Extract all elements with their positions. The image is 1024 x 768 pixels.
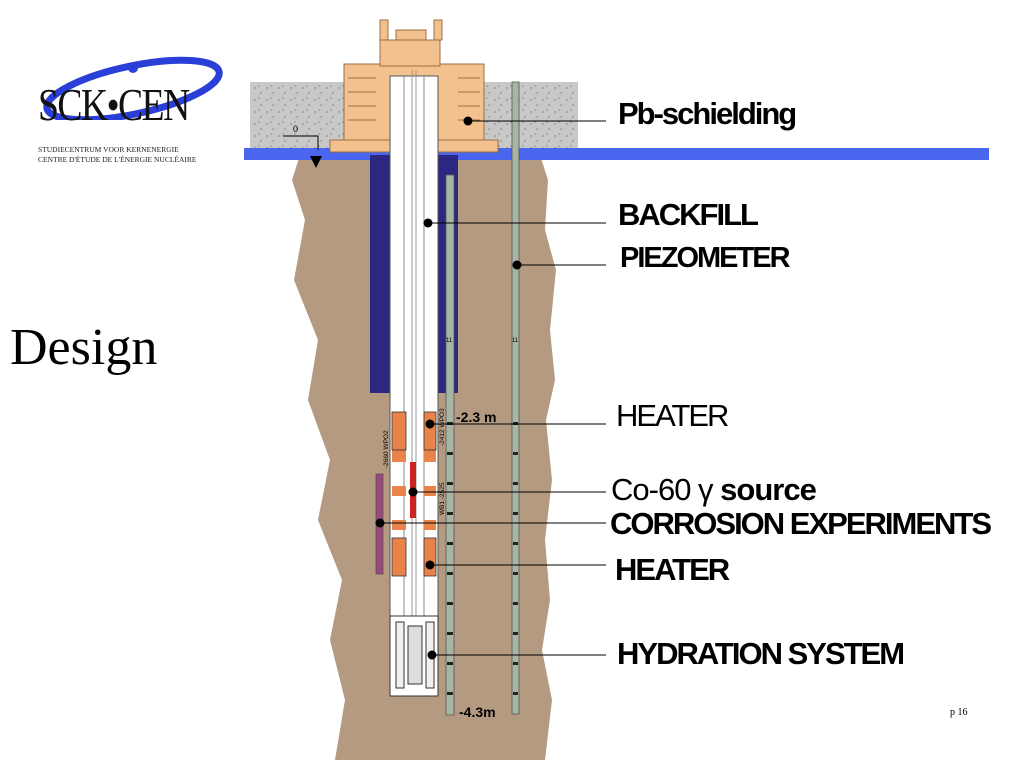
label-heater-top: HEATER xyxy=(616,398,729,433)
concrete-slab-right xyxy=(484,82,578,154)
label-backfill: BACKFILL xyxy=(618,197,759,232)
gamma-symbol: γ xyxy=(698,472,713,507)
backfill-liner-left xyxy=(370,155,390,393)
label-heater-bottom: HEATER xyxy=(615,552,730,587)
leader-lines xyxy=(375,116,606,660)
instrument-tube xyxy=(445,174,455,716)
logo-subtitle-1: STUDIECENTRUM VOOR KERNENERGIE xyxy=(38,145,179,154)
annotation-wpo2: -2660 WPO2 xyxy=(383,430,390,468)
depth-0-arrow xyxy=(310,156,322,168)
label-hydration-system: HYDRATION SYSTEM xyxy=(617,636,905,671)
logo-wordmark: SCK•CEN xyxy=(38,79,190,130)
annotation-wpo3: -2412 WPO3 xyxy=(439,408,446,446)
striped-segment xyxy=(392,450,436,530)
logo-swoosh xyxy=(43,56,223,120)
page-number: p 16 xyxy=(950,707,968,718)
label-pb-shielding: Pb-schielding xyxy=(618,96,797,131)
piezometer-tube xyxy=(511,81,520,715)
label-co60-source: Co-60 γ source xyxy=(611,472,817,508)
label-source: source xyxy=(712,472,817,507)
borehole xyxy=(389,75,439,697)
depth-4-3-label: -4.3m xyxy=(459,704,496,720)
sck-cen-logo: SCK•CEN STUDIECENTRUM VOOR KERNENERGIE C… xyxy=(28,50,228,170)
depth-2-3-label: -2.3 m xyxy=(456,409,496,425)
depth-0-marker xyxy=(283,135,319,150)
logo-subtitle-2: CENTRE D'ÉTUDE DE L'ÉNERGIE NUCLÉAIRE xyxy=(38,155,197,164)
label-co60-prefix: Co-60 xyxy=(611,472,699,507)
depth-0-label: 0 xyxy=(293,124,298,134)
annotation-wb: WB1 -2525 xyxy=(439,482,446,515)
label-piezometer: PIEZOMETER xyxy=(620,242,791,274)
tube-mark-right: 11 xyxy=(512,338,519,344)
tube-mark-left: 11 xyxy=(446,338,453,344)
label-corrosion-experiments: CORROSION EXPERIMENTS xyxy=(610,506,992,541)
page-title: Design xyxy=(10,319,158,376)
